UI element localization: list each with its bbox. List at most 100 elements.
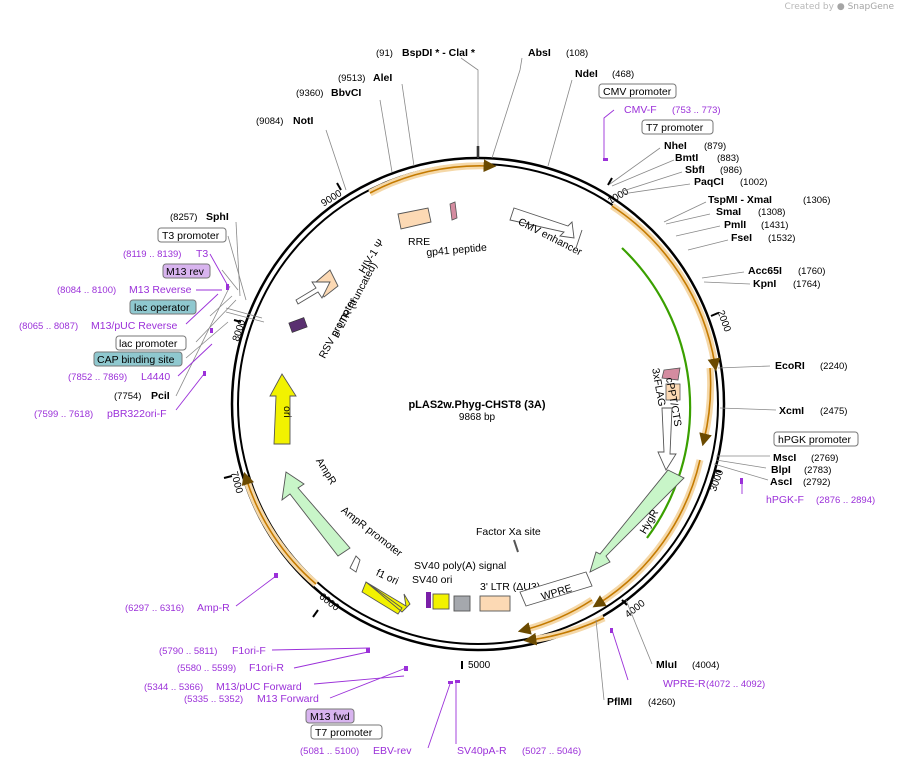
enzyme-ndei: NdeI(468) bbox=[575, 68, 634, 80]
enzyme-bbvci: (9360)BbvCI bbox=[296, 87, 361, 99]
svg-text:lac operator: lac operator bbox=[134, 302, 190, 314]
svg-text:PmlI: PmlI bbox=[724, 219, 746, 231]
svg-text:PaqCI: PaqCI bbox=[694, 176, 724, 188]
svg-text:(879): (879) bbox=[704, 141, 726, 152]
enzyme-paqci: PaqCI(1002) bbox=[694, 176, 767, 188]
primer-ebv-rev: (5081 .. 5100)EBV-rev bbox=[300, 745, 412, 757]
enzyme-ecori: EcoRI(2240) bbox=[775, 360, 847, 372]
svg-text:SV40pA-R: SV40pA-R bbox=[457, 745, 507, 757]
sv40-ori-box bbox=[432, 593, 450, 610]
svg-text:M13 Forward: M13 Forward bbox=[257, 693, 319, 705]
enzyme-mlui: MluI(4004) bbox=[656, 659, 719, 671]
rsv-block bbox=[288, 317, 308, 333]
enzyme-pcii: (7754)PciI bbox=[114, 390, 170, 402]
tick-2000: 2000 bbox=[710, 309, 733, 334]
svg-text:5000: 5000 bbox=[468, 660, 491, 671]
enzyme-acc65i: Acc65I(1760) bbox=[748, 265, 825, 277]
svg-text:NotI: NotI bbox=[293, 115, 313, 127]
svg-text:(1308): (1308) bbox=[758, 207, 785, 218]
sv40ori-label: SV40 ori bbox=[412, 574, 452, 586]
svg-text:T7 promoter: T7 promoter bbox=[315, 727, 373, 739]
svg-text:6000: 6000 bbox=[317, 591, 342, 614]
ampr-arrow bbox=[281, 471, 351, 557]
svg-text:T3: T3 bbox=[196, 248, 208, 260]
svg-text:(986): (986) bbox=[720, 165, 742, 176]
primer-f1ori-f: (5790 .. 5811)F1ori-F bbox=[159, 645, 266, 657]
svg-text:(2240): (2240) bbox=[820, 361, 847, 372]
enzyme-sbfi: SbfI (986) bbox=[685, 164, 742, 176]
svg-text:M13/pUC Reverse: M13/pUC Reverse bbox=[91, 320, 178, 332]
box-cmv-promoter: CMV promoter bbox=[598, 83, 677, 99]
svg-text:M13 rev: M13 rev bbox=[166, 266, 205, 278]
ori-arrow bbox=[269, 373, 297, 445]
svg-text:(7754): (7754) bbox=[114, 391, 141, 402]
svg-text:SbfI: SbfI bbox=[685, 164, 705, 176]
gp41-marker bbox=[449, 201, 458, 221]
svg-text:(1764): (1764) bbox=[793, 279, 820, 290]
svg-text:(7599 .. 7618): (7599 .. 7618) bbox=[34, 409, 93, 420]
primer-wpre-r: WPRE-R(4072 .. 4092) bbox=[663, 678, 765, 690]
sv40-polya-mark bbox=[426, 592, 431, 608]
primer-m13-reverse: (8084 .. 8100)M13 Reverse bbox=[57, 284, 192, 296]
svg-text:(7852 .. 7869): (7852 .. 7869) bbox=[68, 372, 127, 383]
svg-text:KpnI: KpnI bbox=[753, 278, 776, 290]
snapgene-logo-icon: ● bbox=[836, 2, 845, 12]
svg-text:(5081 .. 5100): (5081 .. 5100) bbox=[300, 746, 359, 757]
svg-text:NheI: NheI bbox=[664, 140, 687, 152]
ampr-label: AmpR bbox=[313, 456, 339, 487]
wpre-box bbox=[519, 571, 593, 607]
svg-text:(2792): (2792) bbox=[803, 477, 830, 488]
svg-text:(8119 .. 8139): (8119 .. 8139) bbox=[123, 249, 181, 260]
rre-box bbox=[397, 207, 432, 230]
orf-arcs bbox=[241, 159, 721, 646]
enzyme-noti: (9084) NotI bbox=[256, 115, 313, 127]
svg-text:(8065 .. 8087): (8065 .. 8087) bbox=[19, 321, 78, 332]
svg-text:SphI: SphI bbox=[206, 211, 229, 223]
svg-text:FseI: FseI bbox=[731, 232, 752, 244]
tick-5000: 5000 bbox=[461, 660, 491, 671]
svg-text:AbsI: AbsI bbox=[528, 47, 551, 59]
rsv-label: RSV promoter bbox=[317, 296, 359, 361]
f1ori-label: f1 ori bbox=[374, 567, 400, 588]
box-lac-operator: lac operator bbox=[129, 299, 197, 315]
enzyme-bspdi-clai: (91)BspDI * - ClaI * bbox=[376, 47, 476, 59]
enzyme-absi: AbsI (108) bbox=[528, 47, 588, 59]
enzyme-kpni: KpnI (1764) bbox=[753, 278, 820, 290]
enzyme-blpi: BlpI (2783) bbox=[771, 464, 831, 476]
primer-t3: (8119 .. 8139) T3 bbox=[123, 248, 208, 260]
sv40polya-label: SV40 poly(A) signal bbox=[414, 560, 506, 572]
cmv-enhancer-arrow bbox=[509, 207, 575, 239]
svg-text:(108): (108) bbox=[566, 48, 588, 59]
svg-text:CMV promoter: CMV promoter bbox=[603, 86, 672, 98]
box-cap-binding-site: CAP binding site bbox=[93, 351, 183, 367]
box-t7-promoter-bottom: T7 promoter bbox=[310, 724, 383, 740]
svg-text:(8084 .. 8100): (8084 .. 8100) bbox=[57, 285, 116, 296]
enzyme-fsei: FseI(1532) bbox=[731, 232, 795, 244]
ltr5-arrow bbox=[295, 281, 331, 305]
svg-text:lac promoter: lac promoter bbox=[119, 338, 178, 350]
flag-box bbox=[661, 367, 681, 381]
svg-text:(2783): (2783) bbox=[804, 465, 831, 476]
enzyme-labels: (91)BspDI * - ClaI * AbsI (108) NdeI(468)… bbox=[114, 47, 847, 708]
svg-text:(4260): (4260) bbox=[648, 697, 675, 708]
ampr-promoter-label: AmpR promoter bbox=[339, 504, 405, 559]
box-m13-rev: M13 rev bbox=[162, 263, 211, 279]
svg-text:L4440: L4440 bbox=[141, 371, 170, 383]
enzyme-pmli: PmlI(1431) bbox=[724, 219, 788, 231]
svg-text:hPGK-F: hPGK-F bbox=[766, 494, 804, 506]
svg-text:(5335 .. 5352): (5335 .. 5352) bbox=[184, 694, 243, 705]
primer-f1ori-r: (5580 .. 5599)F1ori-R bbox=[177, 662, 284, 674]
svg-text:NdeI: NdeI bbox=[575, 68, 598, 80]
svg-text:(9084): (9084) bbox=[256, 116, 283, 127]
gp41-label: gp41 peptide bbox=[426, 242, 488, 259]
svg-text:(5344 .. 5366): (5344 .. 5366) bbox=[144, 682, 203, 693]
svg-text:BlpI: BlpI bbox=[771, 464, 791, 476]
svg-text:CMV-F: CMV-F bbox=[624, 104, 657, 116]
svg-text:BbvCI: BbvCI bbox=[331, 87, 361, 99]
svg-text:WPRE-R: WPRE-R bbox=[663, 678, 706, 690]
enzyme-pflmi: PflMI(4260) bbox=[607, 696, 675, 708]
tick-1000: 1000 bbox=[606, 177, 631, 207]
tick-8000: 8000 bbox=[231, 318, 248, 343]
primer-l4440: (7852 .. 7869) L4440 bbox=[68, 371, 170, 383]
box-t7-promoter-top: T7 promoter bbox=[641, 119, 714, 135]
